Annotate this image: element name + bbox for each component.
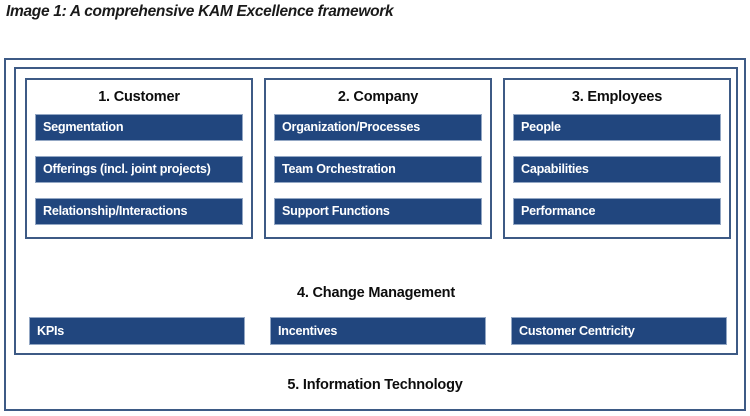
item-organization-processes[interactable]: Organization/Processes	[274, 114, 482, 141]
item-kpis[interactable]: KPIs	[29, 317, 245, 345]
framework-column-customer: 1. Customer Segmentation Offerings (incl…	[25, 78, 253, 239]
item-offerings[interactable]: Offerings (incl. joint projects)	[35, 156, 243, 183]
item-segmentation[interactable]: Segmentation	[35, 114, 243, 141]
item-relationship-interactions[interactable]: Relationship/Interactions	[35, 198, 243, 225]
figure-caption: Image 1: A comprehensive KAM Excellence …	[6, 3, 394, 20]
column-title-employees: 3. Employees	[571, 89, 663, 105]
item-customer-centricity[interactable]: Customer Centricity	[511, 317, 727, 345]
framework-column-company: 2. Company Organization/Processes Team O…	[264, 78, 492, 239]
section-title-information-technology: 5. Information Technology	[287, 377, 463, 393]
framework-columns-row: 1. Customer Segmentation Offerings (incl…	[25, 78, 731, 239]
item-people[interactable]: People	[513, 114, 721, 141]
item-incentives[interactable]: Incentives	[270, 317, 486, 345]
item-team-orchestration[interactable]: Team Orchestration	[274, 156, 482, 183]
section-title-change-management: 4. Change Management	[297, 285, 455, 301]
framework-inner-frame: 1. Customer Segmentation Offerings (incl…	[14, 67, 738, 355]
item-performance[interactable]: Performance	[513, 198, 721, 225]
framework-column-employees: 3. Employees People Capabilities Perform…	[503, 78, 731, 239]
item-capabilities[interactable]: Capabilities	[513, 156, 721, 183]
change-management-bars-row: KPIs Incentives Customer Centricity	[29, 317, 727, 345]
framework-outer-frame: 1. Customer Segmentation Offerings (incl…	[4, 58, 746, 411]
column-title-customer: 1. Customer	[98, 89, 180, 105]
item-support-functions[interactable]: Support Functions	[274, 198, 482, 225]
column-title-company: 2. Company	[337, 89, 419, 105]
